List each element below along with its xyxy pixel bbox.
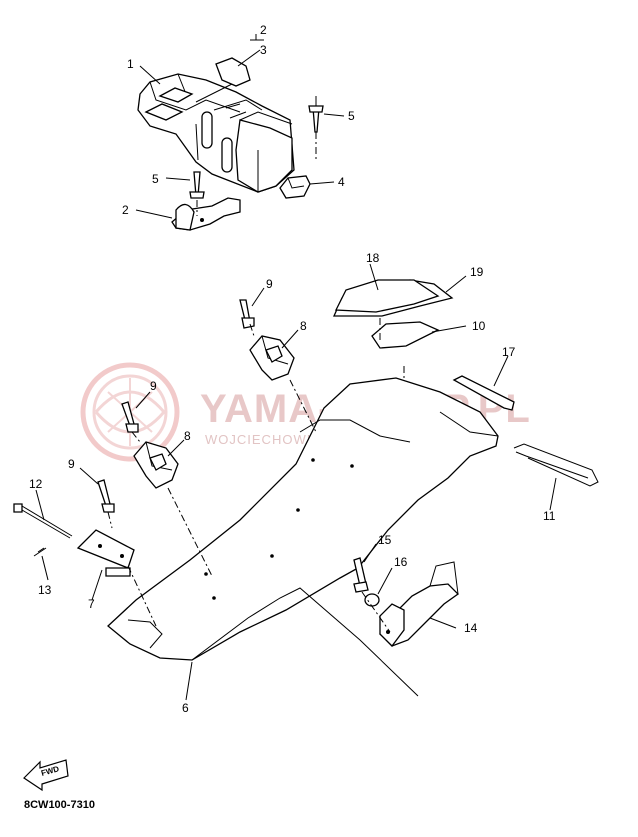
nut-16 bbox=[364, 593, 380, 607]
diagram-code: 8CW100-7310 bbox=[24, 799, 95, 811]
clip-4 bbox=[279, 175, 311, 199]
plate-18 bbox=[334, 279, 440, 313]
callout-14: 14 bbox=[464, 621, 478, 635]
callout-19: 19 bbox=[470, 265, 484, 279]
pin-13 bbox=[33, 547, 47, 557]
battery-cover bbox=[137, 57, 295, 193]
callout-6: 6 bbox=[182, 701, 189, 715]
screw-9-mid bbox=[121, 401, 139, 433]
callout-13: 13 bbox=[38, 583, 52, 597]
callout-4: 4 bbox=[338, 175, 345, 189]
leader-lines bbox=[35, 34, 557, 701]
plate-10 bbox=[371, 321, 440, 349]
callout-11: 11 bbox=[543, 509, 556, 523]
screw-9-top bbox=[239, 299, 255, 329]
callout-18: 18 bbox=[366, 251, 380, 265]
battery-bracket bbox=[171, 197, 241, 231]
callout-9-mid: 9 bbox=[150, 379, 157, 393]
callout-12: 12 bbox=[29, 477, 43, 491]
callout-8-lower: 8 bbox=[184, 429, 191, 443]
callout-2-lower: 2 bbox=[122, 203, 129, 217]
bolt-12 bbox=[13, 503, 73, 539]
callout-16: 16 bbox=[394, 555, 408, 569]
callout-7: 7 bbox=[88, 597, 95, 611]
callout-3: 3 bbox=[260, 43, 267, 57]
callout-9-low: 9 bbox=[68, 457, 75, 471]
hinge-7 bbox=[76, 529, 135, 577]
callout-15: 15 bbox=[378, 533, 392, 547]
callout-17: 17 bbox=[502, 345, 516, 359]
bolt-5-upper bbox=[308, 96, 324, 162]
bracket-8-lower bbox=[133, 441, 179, 489]
callout-8-upper: 8 bbox=[300, 319, 307, 333]
callout-1: 1 bbox=[127, 57, 134, 71]
callout-labels: 1 2 3 5 5 4 2 9 8 18 19 10 17 9 8 9 12 1… bbox=[29, 23, 556, 715]
callout-5-upper: 5 bbox=[348, 109, 355, 123]
bracket-14 bbox=[379, 561, 460, 647]
rail-17 bbox=[452, 375, 515, 411]
bolt-5-lower bbox=[189, 171, 205, 216]
hook-11 bbox=[513, 443, 599, 487]
bracket-8-upper bbox=[249, 335, 295, 381]
callout-10: 10 bbox=[472, 319, 486, 333]
screw-9-low bbox=[97, 479, 115, 513]
rear-fender bbox=[107, 377, 499, 697]
callout-5-lower: 5 bbox=[152, 172, 159, 186]
callout-9-top: 9 bbox=[266, 277, 273, 291]
fwd-arrow-icon: FWD bbox=[23, 759, 69, 792]
callout-2-top: 2 bbox=[260, 23, 267, 37]
guide-lines bbox=[107, 323, 391, 633]
screw-15 bbox=[353, 557, 369, 593]
